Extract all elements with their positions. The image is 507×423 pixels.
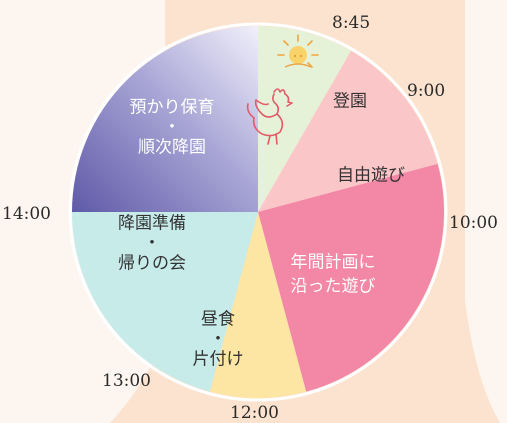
time-label-0845: 8:45 [332, 13, 370, 33]
segment-label-6-line-2: ・ [164, 118, 181, 138]
schedule-labels: 登園自由遊び年間計画に沿った遊び昼食・片付け降園準備・帰りの会預かり保育・順次降… [118, 92, 405, 370]
segment-label-6-line-1: 預かり保育 [130, 98, 215, 118]
segment-label-5-line-1: 降園準備 [118, 214, 186, 234]
segment-label-3-line-1: 年間計画に [291, 253, 376, 273]
pie-slice-2 [258, 50, 438, 212]
segment-label-6-line-3: 順次降園 [138, 138, 206, 158]
pie-outline [68, 22, 448, 402]
segment-label-5-line-2: ・ [144, 234, 161, 254]
pie-slice-4 [209, 212, 307, 398]
rooster-icon [246, 88, 293, 145]
segment-label-4-line-1: 昼食 [201, 310, 235, 330]
time-label-0900: 9:00 [407, 81, 445, 101]
segment-label-1-line-1: 登園 [333, 92, 367, 112]
time-label-1000: 10:00 [449, 213, 498, 233]
segment-label-4-line-3: 片付け [193, 350, 244, 370]
time-labels: 8:45 9:00 10:00 12:00 13:00 14:00 [2, 13, 498, 423]
segment-label-4-line-2: ・ [210, 330, 227, 350]
segment-label-2-line-1: 自由遊び [337, 166, 405, 186]
time-label-1400: 14:00 [2, 204, 51, 224]
pie-slice-3 [258, 163, 444, 392]
segment-label-5-line-3: 帰りの会 [118, 254, 186, 274]
time-label-1200: 12:00 [230, 403, 279, 423]
pie-slice-6 [72, 26, 258, 212]
time-label-1300: 13:00 [102, 371, 151, 391]
pie-slice-1 [258, 26, 351, 212]
schedule-pie [68, 22, 448, 402]
sun-icon [277, 34, 319, 68]
pie-slice-5 [72, 212, 258, 392]
segment-label-3-line-2: 沿った遊び [291, 277, 376, 297]
